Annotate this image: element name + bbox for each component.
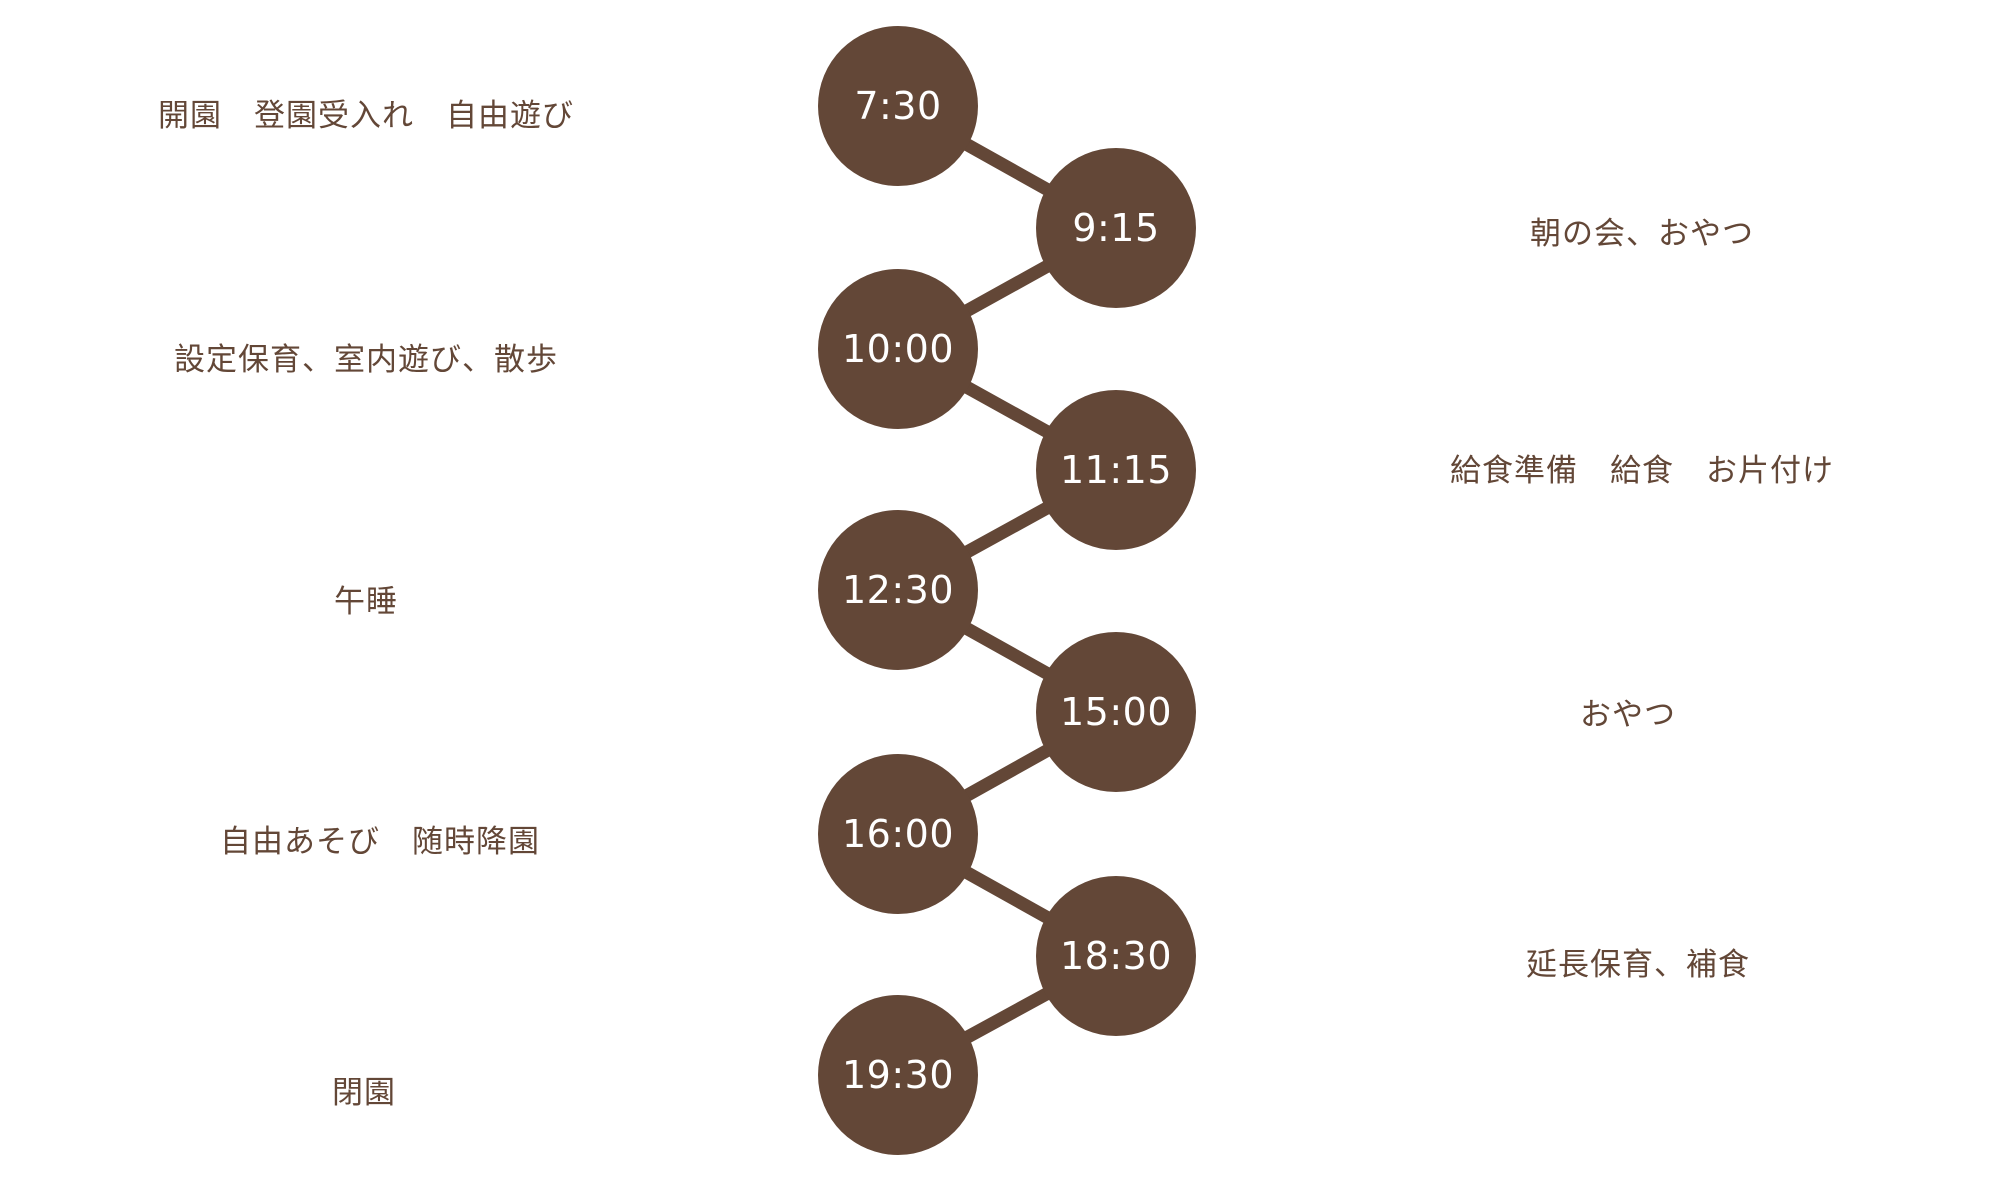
- activity-label-1115: 給食準備 給食 お片付け: [1450, 453, 1834, 489]
- activity-label-1230: 午睡: [334, 584, 398, 620]
- time-label: 9:15: [1072, 206, 1160, 250]
- time-label: 10:00: [841, 327, 954, 371]
- time-node-0730: 7:30: [818, 26, 978, 186]
- time-node-1600: 16:00: [818, 754, 978, 914]
- time-label: 18:30: [1059, 934, 1172, 978]
- time-node-1115: 11:15: [1036, 390, 1196, 550]
- time-node-1930: 19:30: [818, 995, 978, 1155]
- time-label: 11:15: [1059, 448, 1172, 492]
- time-node-1230: 12:30: [818, 510, 978, 670]
- activity-label-1830: 延長保育、補食: [1526, 947, 1750, 983]
- time-node-1500: 15:00: [1036, 632, 1196, 792]
- time-label: 19:30: [841, 1053, 954, 1097]
- time-label: 16:00: [841, 812, 954, 856]
- time-node-1000: 10:00: [818, 269, 978, 429]
- time-node-0915: 9:15: [1036, 148, 1196, 308]
- activity-label-1600: 自由あそび 随時降園: [220, 824, 540, 860]
- activity-label-1930: 閉園: [332, 1075, 396, 1111]
- time-node-1830: 18:30: [1036, 876, 1196, 1036]
- activity-label-0915: 朝の会、おやつ: [1530, 216, 1754, 252]
- activity-label-1000: 設定保育、室内遊び、散歩: [174, 342, 558, 378]
- time-label: 12:30: [841, 568, 954, 612]
- time-label: 15:00: [1059, 690, 1172, 734]
- activity-label-1500: おやつ: [1580, 697, 1676, 733]
- time-label: 7:30: [854, 84, 942, 128]
- activity-label-0730: 開園 登園受入れ 自由遊び: [158, 98, 574, 134]
